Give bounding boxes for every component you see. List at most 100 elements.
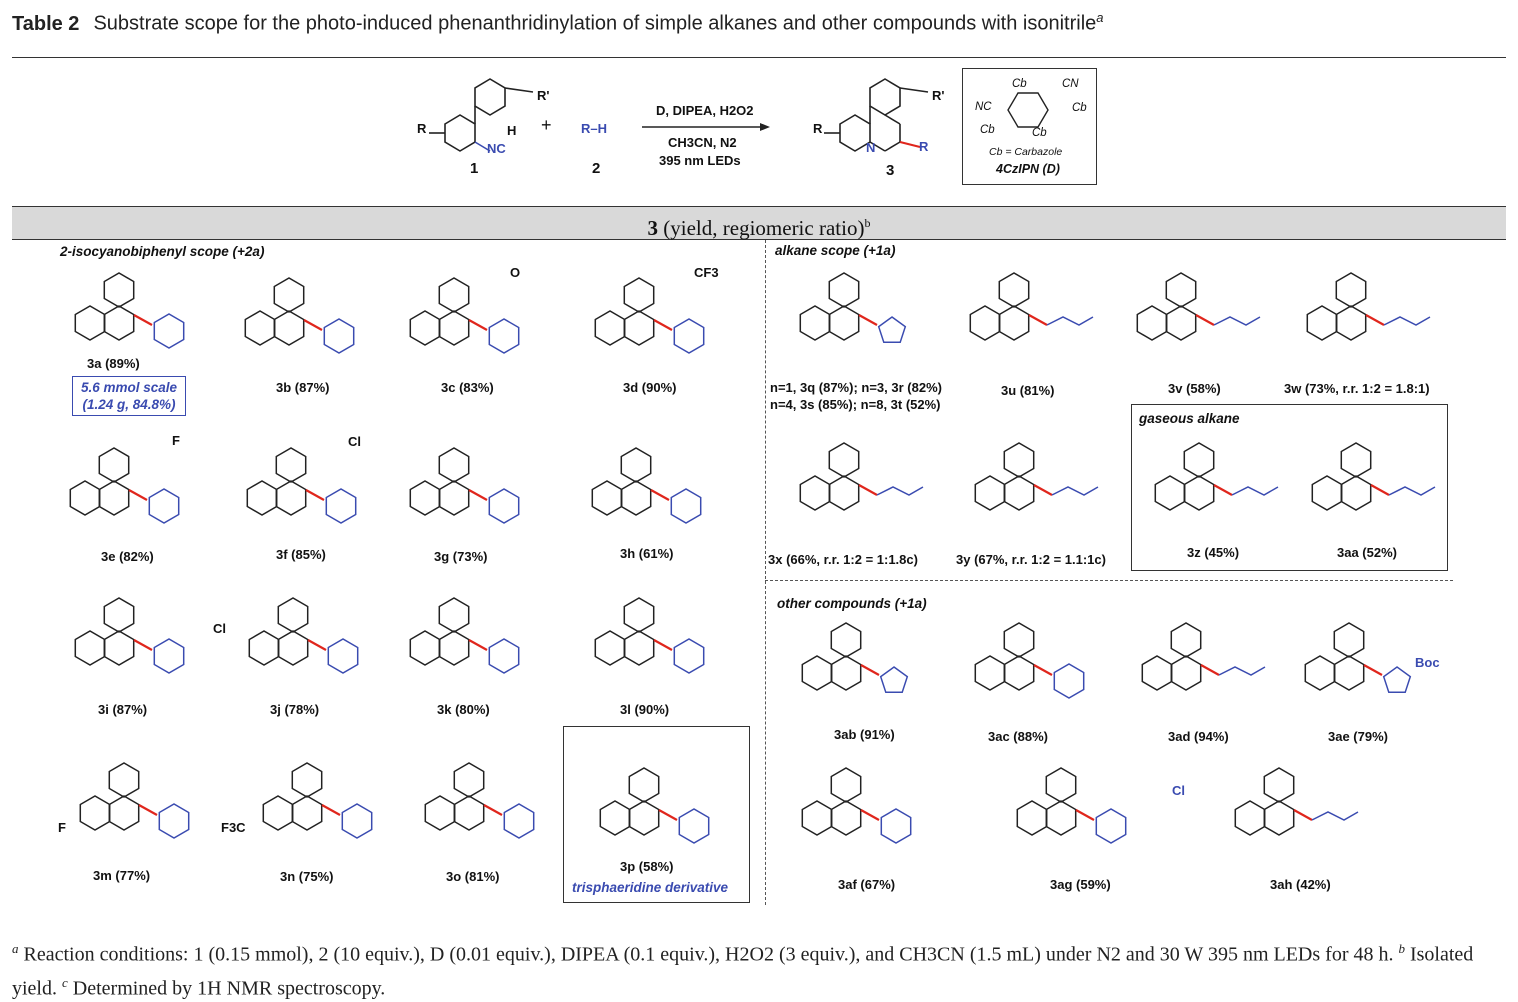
ring-3g-2 xyxy=(438,447,470,483)
label-3f: 3f (85%) xyxy=(276,547,326,562)
fragment-3m xyxy=(158,803,190,839)
label-3o: 3o (81%) xyxy=(446,869,500,884)
ring-3b-2 xyxy=(273,277,305,313)
fragment-3w xyxy=(1383,316,1431,326)
structure-3y xyxy=(974,442,1099,511)
results-header: 3 (yield, regiomeric ratio)b xyxy=(12,206,1506,240)
new-bond-3g xyxy=(468,489,488,501)
new-bond-3ab xyxy=(860,664,880,676)
ring-3b-0 xyxy=(244,310,276,346)
label-3c: 3c (83%) xyxy=(441,380,494,395)
vertical-divider xyxy=(765,240,766,905)
structure-3m xyxy=(79,762,190,839)
new-bond-3af xyxy=(860,809,880,821)
new-bond-3a xyxy=(133,314,153,326)
fragment-3n xyxy=(341,803,373,839)
label-3af: 3af (67%) xyxy=(838,877,896,892)
new-bond-3i xyxy=(133,639,153,651)
ring-3ag-1 xyxy=(1045,800,1077,836)
ring-3af-1 xyxy=(830,800,862,836)
ring-3y-1 xyxy=(1003,475,1035,511)
fragment-3f xyxy=(325,488,357,524)
label-3e: 3e (82%) xyxy=(101,549,154,564)
new-bond-3m xyxy=(138,804,158,816)
footnote-c-marker: c xyxy=(62,974,68,990)
new-bond-3l xyxy=(653,639,673,651)
reactant-H: H xyxy=(507,123,517,138)
ring-3ag-0 xyxy=(1016,800,1048,836)
new-bond-3e xyxy=(128,489,148,501)
fragment-3ad xyxy=(1218,666,1266,676)
label-3qrst-1: n=1, 3q (87%); n=3, 3r (82%) xyxy=(770,380,942,395)
new-bond-3ag xyxy=(1075,809,1095,821)
ring-3qrst-2 xyxy=(828,272,860,308)
ring-3ab-2 xyxy=(830,622,862,658)
structure-3e xyxy=(69,447,180,524)
label-3w: 3w (73%, r.r. 1:2 = 1.8:1) xyxy=(1284,381,1430,396)
new-bond-3qrst xyxy=(858,314,878,326)
reaction-arrow xyxy=(642,123,770,131)
ring-3o-2 xyxy=(453,762,485,798)
ring-3x-1 xyxy=(828,475,860,511)
product-Rp: R' xyxy=(932,88,945,103)
ring-3h-2 xyxy=(620,447,652,483)
fragment-3ab xyxy=(879,666,909,694)
structure-3d xyxy=(594,277,705,354)
ring-3a-0 xyxy=(74,305,106,341)
new-bond-3ac xyxy=(1033,664,1053,676)
scale-box: 5.6 mmol scale (1.24 g, 84.8%) xyxy=(72,376,187,416)
ring-3j-0 xyxy=(248,630,280,666)
horizontal-divider xyxy=(765,580,1453,581)
label-3u: 3u (81%) xyxy=(1001,383,1055,398)
structure-3ad xyxy=(1141,622,1266,691)
ring-3i-1 xyxy=(103,630,135,666)
ring-3n-1 xyxy=(291,795,323,831)
ring-3x-0 xyxy=(799,475,831,511)
new-bond-3c xyxy=(468,319,488,331)
label-3ae: 3ae (79%) xyxy=(1328,729,1388,744)
structure-3c xyxy=(409,277,520,354)
structure-3o xyxy=(424,762,535,839)
fragment-3af xyxy=(880,808,912,844)
ring-3u-1 xyxy=(998,305,1030,341)
section-other: other compounds (+1a) xyxy=(777,596,927,611)
new-bond-3w xyxy=(1365,314,1385,326)
ring-3v-1 xyxy=(1165,305,1197,341)
ring-3c-2 xyxy=(438,277,470,313)
ring-3c-1 xyxy=(438,310,470,346)
label-3p-note: trisphaeridine derivative xyxy=(572,880,729,895)
ring-3aa-0 xyxy=(1311,475,1343,511)
structure-3w xyxy=(1306,272,1431,341)
ring-3af-0 xyxy=(801,800,833,836)
label-3ag: 3ag (59%) xyxy=(1050,877,1111,892)
structure-3i xyxy=(74,597,185,674)
new-bond-3j xyxy=(307,639,327,651)
label-3d: 3d (90%) xyxy=(623,380,677,395)
ring-3l-2 xyxy=(623,597,655,633)
structure-3k xyxy=(409,597,520,674)
reactant-R: R xyxy=(417,121,427,136)
gaseous-box xyxy=(1131,404,1448,571)
ring-3y-2 xyxy=(1003,442,1035,478)
ring-3ah-0 xyxy=(1234,800,1266,836)
new-bond-3f xyxy=(305,489,325,501)
ring-3v-2 xyxy=(1165,272,1197,308)
label-3ac: 3ac (88%) xyxy=(988,729,1048,744)
ring-3k-1 xyxy=(438,630,470,666)
cat-legend: Cb = Carbazole xyxy=(989,146,1063,158)
ring-3f-0 xyxy=(246,480,278,516)
ring-3w-0 xyxy=(1306,305,1338,341)
new-bond-3n xyxy=(321,804,341,816)
ring-3z-1 xyxy=(1183,475,1215,511)
cat-cb-bottom: Cb xyxy=(1032,127,1047,139)
ring-3qrst-0 xyxy=(799,305,831,341)
ring-3ah-1 xyxy=(1263,800,1295,836)
new-bond-3d xyxy=(653,319,673,331)
ring-3j-2 xyxy=(277,597,309,633)
ring-3o-1 xyxy=(453,795,485,831)
ring-3ae-2 xyxy=(1333,622,1365,658)
ring-3k-2 xyxy=(438,597,470,633)
section-alkane: alkane scope (+1a) xyxy=(775,243,896,258)
cat-cb-left: Cb xyxy=(980,124,995,136)
fragment-3a xyxy=(153,313,185,349)
